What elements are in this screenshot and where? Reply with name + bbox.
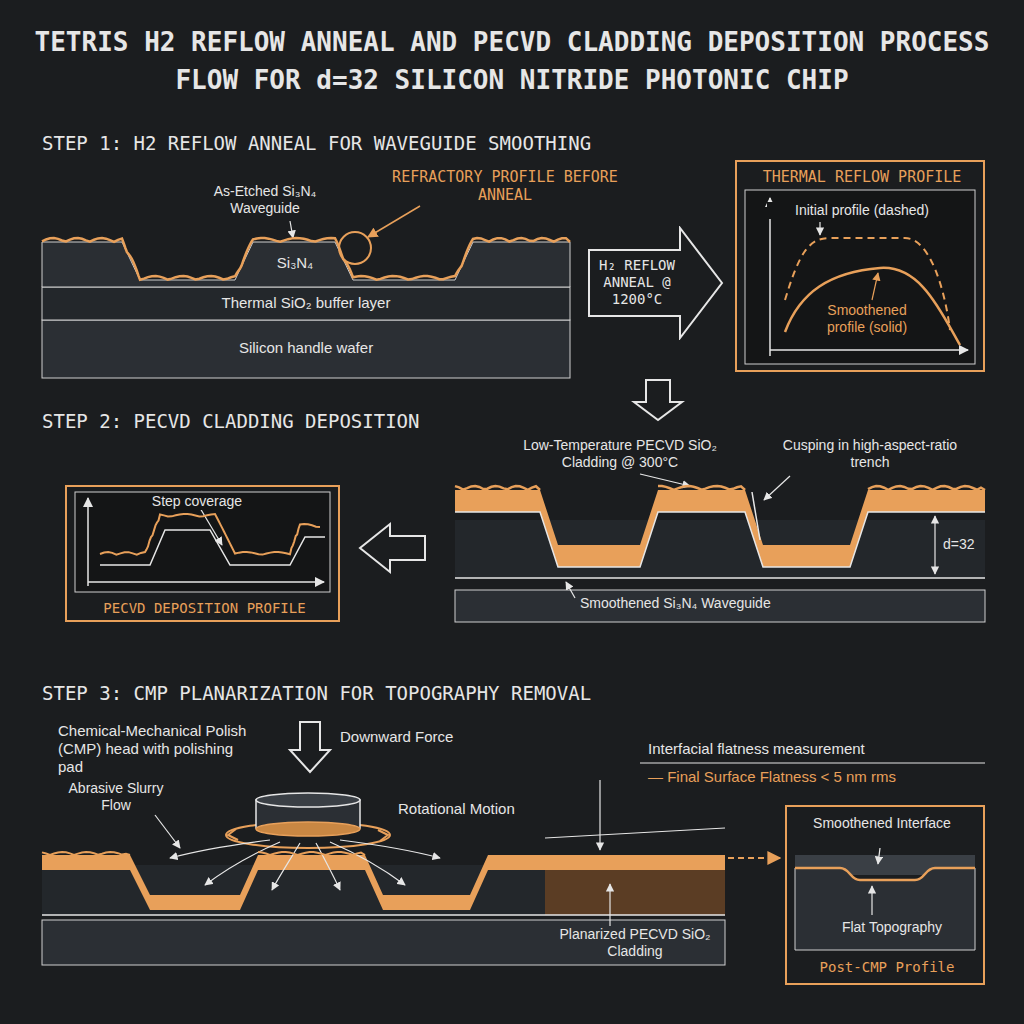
callout-label: REFRACTORY PROFILE BEFORE ANNEAL bbox=[390, 168, 620, 204]
process-arrow: H₂ REFLOW ANNEAL @ 1200°C bbox=[588, 226, 724, 340]
pecvd-plot bbox=[75, 492, 330, 592]
node-text: Initial profile (dashed) bbox=[767, 202, 957, 219]
handle-wafer-band: Silicon handle wafer bbox=[42, 320, 570, 378]
flow-arrow bbox=[634, 380, 682, 420]
step3-cross-section bbox=[42, 722, 985, 965]
callout-label: Planarized PECVD SiO₂ Cladding bbox=[548, 926, 722, 960]
step1-cross-section bbox=[42, 206, 570, 378]
rough-surface bbox=[42, 238, 570, 280]
flow-arrow bbox=[360, 524, 425, 572]
node-text: Step coverage bbox=[137, 493, 257, 510]
step-heading: STEP 3: CMP PLANARIZATION FOR TOPOGRAPHY… bbox=[42, 682, 742, 705]
callout-label: Cusping in high-aspect-ratio trench bbox=[770, 437, 970, 471]
rough-surface bbox=[42, 852, 365, 855]
profile-panel: Smoothened InterfaceFlat TopographyPost-… bbox=[785, 805, 985, 985]
step-heading: STEP 1: H2 REFLOW ANNEAL FOR WAVEGUIDE S… bbox=[42, 132, 742, 155]
spec-note: — Final Surface Flatness < 5 nm rms bbox=[648, 768, 984, 786]
node-text: Smoothened Interface bbox=[807, 815, 957, 832]
rough-surface bbox=[100, 514, 320, 555]
node-text: H₂ REFLOW ANNEAL @ 1200°C bbox=[592, 257, 682, 307]
rough-surface bbox=[455, 486, 985, 490]
node-text: Thermal SiO₂ buffer layer bbox=[42, 294, 570, 312]
callout-label: Low-Temperature PECVD SiO₂ Cladding @ 30… bbox=[515, 437, 725, 471]
step2-cross-section bbox=[455, 474, 985, 622]
thermal-plot bbox=[745, 190, 975, 364]
callout-label: Interfacial flatness measurement bbox=[648, 740, 984, 758]
diagram-title: TETRIS H2 REFLOW ANNEAL AND PECVD CLADDI… bbox=[30, 24, 994, 99]
node-text: Flat Topography bbox=[817, 919, 967, 936]
flow-arrow bbox=[728, 857, 780, 859]
node-text: Smoothened profile (solid) bbox=[807, 302, 927, 336]
step-heading: STEP 2: PECVD CLADDING DEPOSITION bbox=[42, 410, 742, 433]
callout-label: Chemical-Mechanical Polish (CMP) head wi… bbox=[58, 722, 258, 776]
post-cmp-picture bbox=[795, 848, 975, 950]
dimension-label: d=32 bbox=[943, 536, 983, 553]
node-text: Post-CMP Profile bbox=[787, 959, 987, 976]
profile-panel: Step coveragePECVD DEPOSITION PROFILE bbox=[65, 485, 340, 622]
callout-label: Downward Force bbox=[340, 728, 490, 746]
profile-panel: THERMAL REFLOW PROFILE Initial profile (d… bbox=[735, 160, 985, 372]
node-text: PECVD DEPOSITION PROFILE bbox=[67, 600, 342, 617]
node-text: Silicon handle wafer bbox=[42, 339, 570, 357]
callout-label: Smoothened Si₃N₄ Waveguide bbox=[580, 595, 820, 612]
material-label: Si₃N₄ bbox=[260, 254, 330, 272]
callout-label: Abrasive Slurry Flow bbox=[66, 780, 166, 814]
callout-label: As-Etched Si₃N₄ Waveguide bbox=[200, 183, 330, 217]
buffer-layer-band: Thermal SiO₂ buffer layer bbox=[42, 287, 570, 320]
callout-label: Rotational Motion bbox=[398, 800, 538, 818]
node-text: THERMAL REFLOW PROFILE bbox=[737, 168, 987, 186]
